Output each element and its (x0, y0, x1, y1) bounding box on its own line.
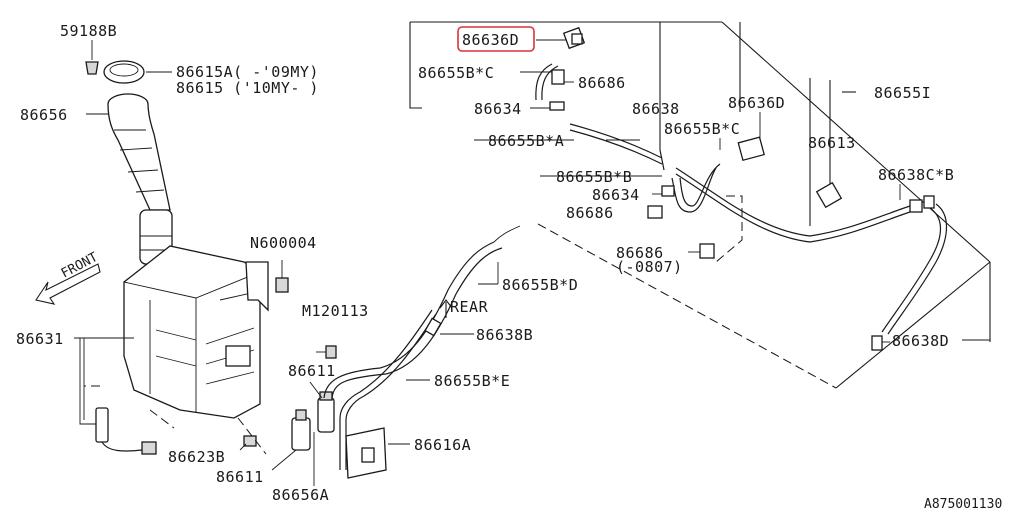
label-front: FRONT (59, 250, 101, 282)
label-86656: 86656 (20, 106, 68, 124)
filler-cap (103, 60, 145, 84)
label-86623b: 86623B (168, 448, 225, 466)
label-86638cb: 86638C*B (878, 166, 954, 184)
pump-motors (291, 391, 335, 451)
label-86655bd: 86655B*D (502, 276, 578, 294)
label-86655be: 86655B*E (434, 372, 510, 390)
clip-86686-low (699, 243, 715, 259)
grommet-86613 (815, 181, 843, 209)
connector-86638d (871, 335, 883, 351)
part-labels: 59188B 86615A( -'09MY) 86615 ('10MY- ) 8… (16, 22, 1002, 512)
connector-86638b (424, 317, 442, 337)
label-86656a: 86656A (272, 486, 329, 504)
label-86613: 86613 (808, 134, 856, 152)
leader-lines-left (74, 71, 499, 486)
clip-86686-top (551, 69, 565, 85)
label-86636d-top: 86636D (462, 31, 519, 49)
label-86638: 86638 (632, 100, 680, 118)
nozzle-86636d-mid (737, 136, 765, 162)
nut-n600004 (275, 260, 289, 293)
clip-59188b (85, 40, 99, 75)
label-59188b: 59188B (60, 22, 117, 40)
filler-neck (107, 93, 173, 265)
pump-hoses (323, 225, 521, 470)
label-86615a: 86615A( -'09MY) (176, 63, 319, 81)
rear-arrow-icon (439, 299, 453, 318)
diagram-code: A875001130 (924, 497, 1002, 512)
label-86655bc: 86655B*C (418, 64, 494, 82)
label-86655bb: 86655B*B (556, 168, 632, 186)
label-86655i: 86655I (874, 84, 931, 102)
label-86611-upper: 86611 (288, 362, 336, 380)
joint-86634-top (549, 101, 565, 111)
label-86638b: 86638B (476, 326, 533, 344)
label-86634-top: 86634 (474, 100, 522, 118)
label-86631: 86631 (16, 330, 64, 348)
label-86634-mid: 86634 (592, 186, 640, 204)
label-m120113: M120113 (302, 302, 369, 320)
clip-86686-mid (647, 205, 663, 219)
junction-86616a (345, 427, 387, 479)
level-sensor (95, 407, 157, 455)
label-86686-low: 86686 (616, 244, 664, 262)
rear-washer-hoses (535, 63, 947, 335)
nozzle-86636d-top (562, 26, 586, 50)
highlight-box-86636d (457, 26, 535, 52)
bolt-m120113 (316, 345, 337, 359)
label-86611-lower: 86611 (216, 468, 264, 486)
label-0807: (-0807) (616, 258, 683, 276)
rear-washer-assembly-frame (409, 21, 991, 389)
joint-86634-mid (661, 185, 675, 197)
label-86655bc-mid: 86655B*C (664, 120, 740, 138)
label-86616a: 86616A (414, 436, 471, 454)
label-86636d-mid: 86636D (728, 94, 785, 112)
washer-tank (123, 245, 261, 419)
front-arrow-icon (35, 263, 101, 305)
label-86686-mid: 86686 (566, 204, 614, 222)
label-rear: REAR (450, 298, 489, 316)
tank-bracket (245, 261, 269, 312)
label-86638d: 86638D (892, 332, 949, 350)
connector-86638c (909, 195, 935, 213)
label-86615: 86615 ('10MY- ) (176, 79, 319, 97)
label-86655ba: 86655B*A (488, 132, 564, 150)
label-86686-top: 86686 (578, 74, 626, 92)
label-n600004: N600004 (250, 234, 317, 252)
